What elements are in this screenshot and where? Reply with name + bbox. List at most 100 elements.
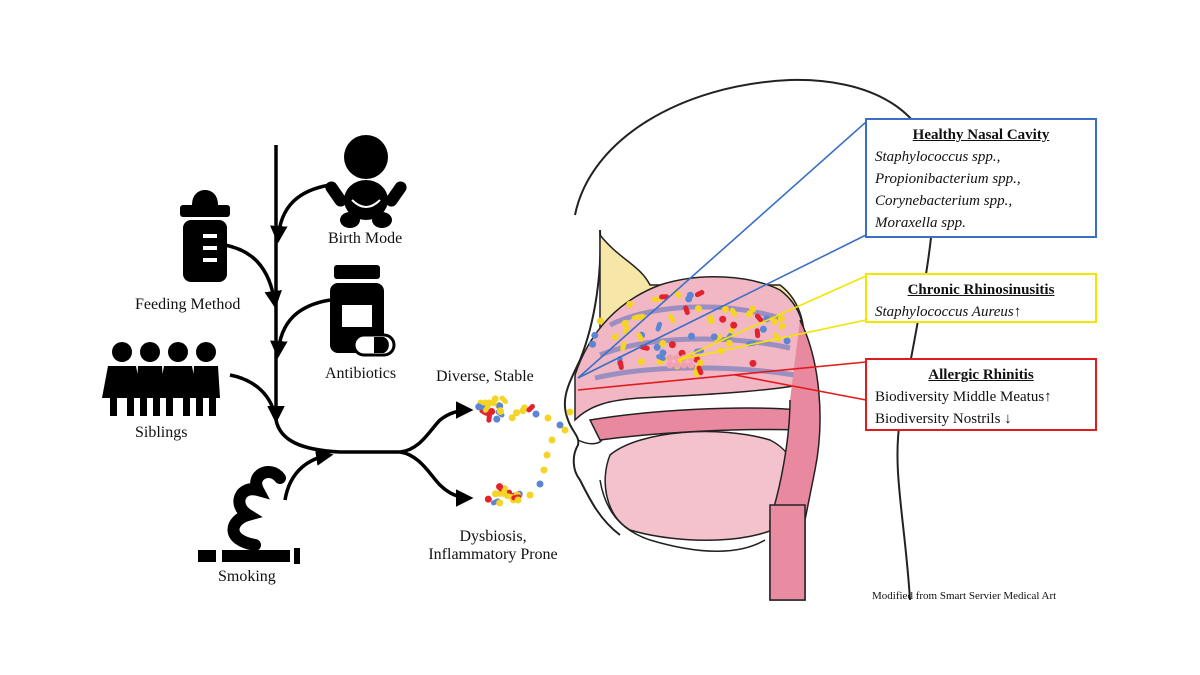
bacterium-coccus — [783, 337, 791, 345]
box-healthy-item: Moraxella spp. — [875, 215, 966, 231]
bacterium-coccus — [548, 436, 556, 444]
bacterium-rod — [667, 313, 676, 324]
box-healthy-item: Staphylococcus spp., — [875, 149, 1001, 165]
bacterium-rod — [773, 332, 781, 342]
connector-healthy-1 — [577, 121, 867, 379]
credit-note: Modified from Smart Servier Medical Art — [872, 590, 1057, 602]
bacterium-coccus — [680, 361, 688, 369]
box-ar-line1: Biodiversity Middle Meatus — [875, 389, 1045, 405]
box-healthy-nasal-cavity: Healthy Nasal Cavity Staphylococcus spp.… — [865, 118, 1097, 238]
bacterium-rod — [620, 341, 627, 352]
increase-arrow-icon: ↑ — [1044, 389, 1052, 405]
bacterium-coccus — [536, 480, 544, 488]
bacterium-coccus — [749, 305, 757, 313]
bacterium-coccus — [526, 491, 534, 499]
bacterium-coccus — [544, 414, 552, 422]
bacterium-coccus — [749, 359, 757, 367]
bacterium-coccus — [721, 305, 729, 313]
bacterium-coccus — [673, 361, 681, 369]
bacterium-coccus — [687, 361, 695, 369]
siblings-icon — [102, 342, 220, 416]
box-chronic-rhinosinusitis: Chronic Rhinosinusitis Staphylococcus Au… — [865, 273, 1097, 323]
trachea — [769, 504, 806, 601]
bacterium-coccus — [659, 339, 667, 347]
bacterium-coccus — [589, 340, 597, 348]
connector-crs-1 — [677, 275, 867, 361]
bacterium-coccus — [706, 314, 714, 322]
arrow-feeding — [224, 243, 282, 309]
label-antibiotics: Antibiotics — [325, 365, 397, 382]
bacterium-rod — [622, 325, 630, 335]
bacterium-coccus — [496, 499, 504, 507]
bacterium-coccus — [688, 332, 696, 340]
increase-arrow-icon: ↑ — [1013, 304, 1022, 320]
box-ar-line2: Biodiversity Nostrils — [875, 411, 1001, 427]
connector-ar-2 — [734, 374, 867, 401]
bacterium-coccus — [710, 333, 718, 341]
bacterium-coccus — [491, 490, 499, 498]
bacterium-coccus — [626, 300, 634, 308]
bacterium-rod — [482, 403, 491, 413]
bacterium-rod — [754, 313, 764, 323]
bacterium-rod — [683, 305, 690, 316]
bacterium-rod — [651, 296, 662, 302]
label-siblings: Siblings — [135, 424, 188, 441]
bacterium-coccus — [493, 415, 501, 423]
bacterium-coccus — [637, 358, 645, 366]
bacterium-coccus — [566, 408, 574, 416]
label-birth-mode: Birth Mode — [328, 230, 403, 247]
label-dysbiosis-line2: Inflammatory Prone — [428, 546, 558, 563]
bacterium-coccus — [770, 318, 778, 326]
bottle-icon — [180, 190, 230, 282]
jaw — [599, 479, 766, 552]
bacterium-coccus — [666, 354, 674, 362]
label-diverse-stable: Diverse, Stable — [436, 368, 534, 385]
bacterium-coccus — [521, 404, 529, 412]
trunk-to-fork — [274, 419, 400, 454]
bacterium-coccus — [730, 321, 738, 329]
bacterium-coccus — [508, 414, 516, 422]
label-smoking: Smoking — [218, 568, 276, 585]
bacterium-rod — [617, 360, 624, 370]
box-crs-item: Staphylococcus Aureus — [875, 304, 1014, 320]
bacterium-coccus — [745, 310, 753, 318]
bacterium-coccus — [556, 421, 564, 429]
bacterium-coccus — [543, 451, 551, 459]
box-healthy-title: Healthy Nasal Cavity — [912, 127, 1050, 143]
box-healthy-item: Corynebacterium spp., — [875, 193, 1013, 209]
bacterium-coccus — [668, 341, 676, 349]
bacterium-coccus — [621, 319, 629, 327]
bacterium-coccus — [694, 305, 702, 313]
connector-lines — [577, 121, 867, 401]
bacterium-coccus — [513, 409, 521, 417]
arrow-siblings — [229, 373, 278, 421]
bacterium-coccus — [514, 496, 522, 504]
box-crs-title: Chronic Rhinosinusitis — [907, 282, 1055, 298]
face-profile — [563, 229, 621, 536]
bacterium-coccus — [611, 333, 619, 341]
bacterium-coccus — [532, 410, 540, 418]
label-dysbiosis: Dysbiosis, Inflammatory Prone — [418, 528, 568, 564]
bacterium-coccus — [719, 315, 727, 323]
arrow-to-diverse — [399, 401, 474, 454]
bacterium-rod — [499, 395, 509, 405]
bacterium-coccus — [725, 339, 733, 347]
bacterium-rod — [659, 294, 670, 300]
connector-healthy-2 — [577, 234, 867, 379]
cigarette-icon — [198, 466, 300, 564]
bacterium-coccus — [591, 331, 599, 339]
bacterium-coccus — [497, 408, 505, 416]
arrow-smoking — [283, 448, 334, 501]
bacterium-rod — [526, 403, 535, 413]
bacterium-rod — [656, 354, 666, 361]
bacterium-coccus — [488, 408, 496, 416]
arrow-to-dysbiosis — [399, 450, 474, 507]
decrease-arrow-icon: ↓ — [1004, 411, 1012, 427]
box-allergic-rhinitis: Allergic Rhinitis Biodiversity Middle Me… — [865, 358, 1097, 431]
bacterium-coccus — [540, 466, 548, 474]
connector-crs-2 — [677, 319, 867, 361]
bacterium-coccus — [666, 361, 674, 369]
bacterium-coccus — [496, 483, 504, 491]
